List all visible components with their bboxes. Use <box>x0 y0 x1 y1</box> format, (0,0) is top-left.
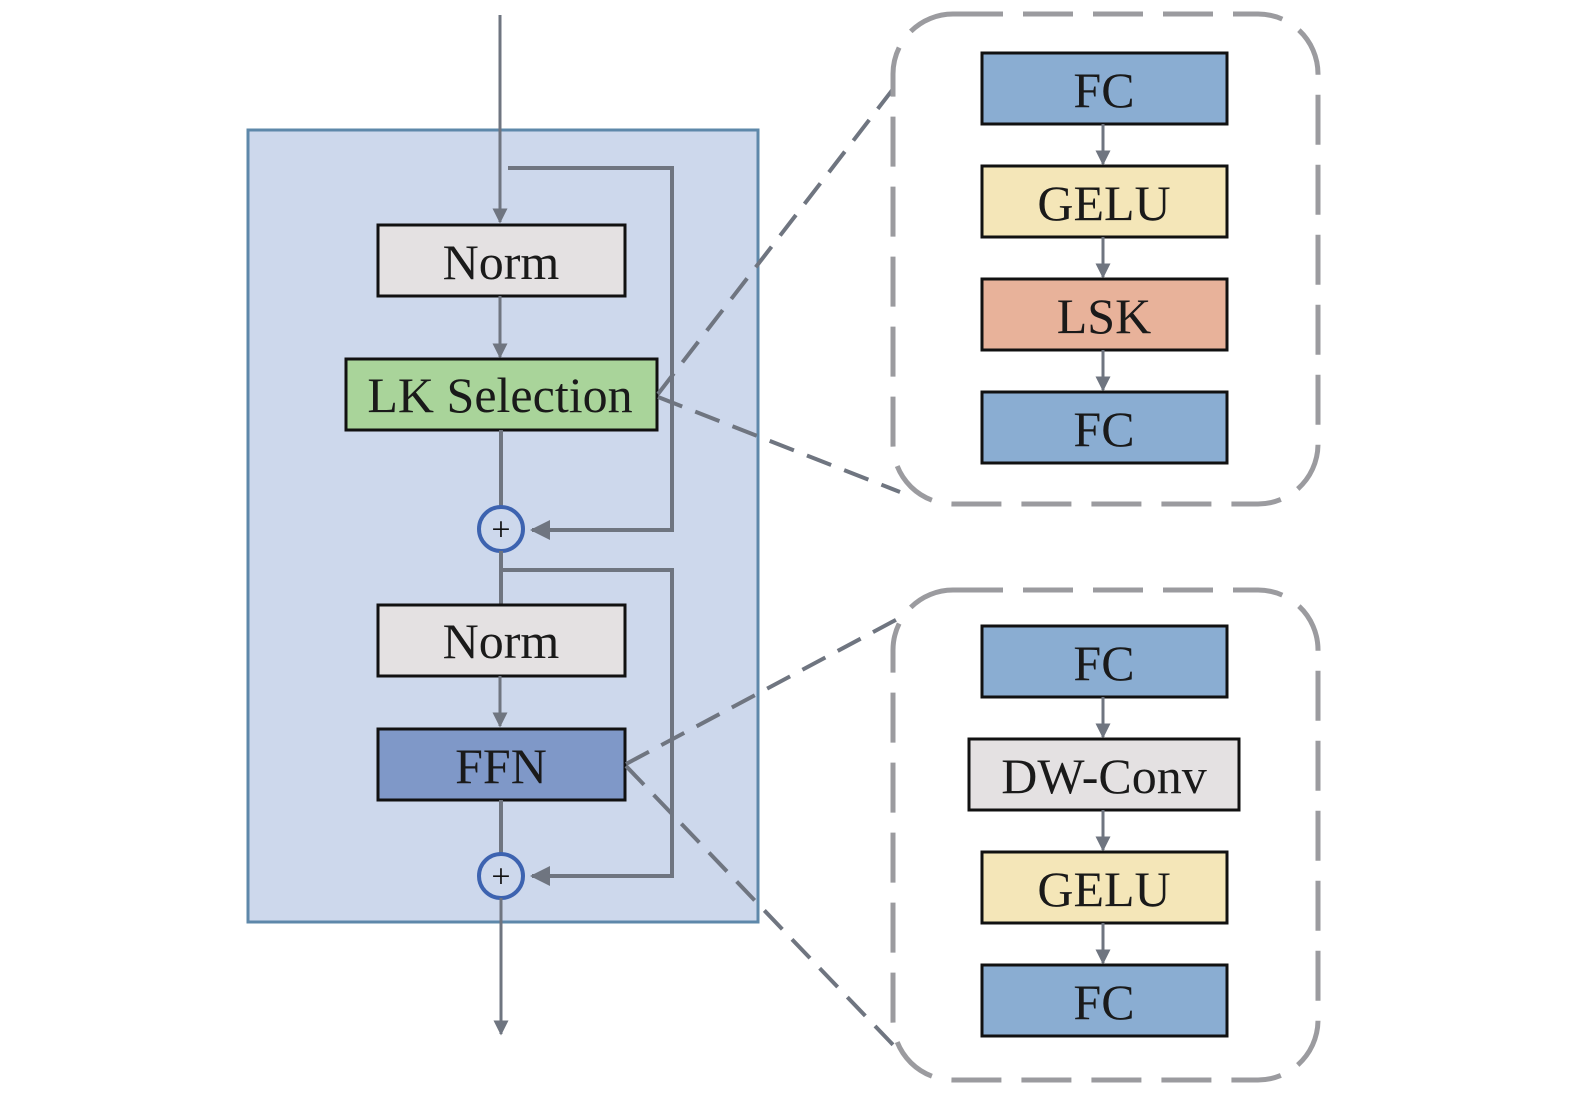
lk-selection-label: LK Selection <box>367 367 632 423</box>
skip-connection-1 <box>508 166 674 540</box>
detail-block-label: DW-Conv <box>1001 748 1207 804</box>
detail-block-fc[interactable]: FC <box>980 51 1229 126</box>
norm-label-1: Norm <box>443 234 560 290</box>
norm-block-2[interactable]: Norm <box>376 603 627 678</box>
lk-selection-block[interactable]: LK Selection <box>344 357 659 432</box>
ffn-label: FFN <box>455 738 547 794</box>
add-node-1: + <box>477 505 525 553</box>
add-node-2: + <box>477 852 525 900</box>
detail-block-label: GELU <box>1037 175 1170 231</box>
add-symbol-2: + <box>491 859 510 896</box>
detail-block-label: FC <box>1073 62 1134 118</box>
zoom-connector-lk-bottom <box>657 395 901 494</box>
detail-block-fc[interactable]: FC <box>980 624 1229 699</box>
lk-detail-stack: FC GELU LSK FC <box>980 51 1229 465</box>
detail-block-gelu[interactable]: GELU <box>980 164 1229 239</box>
detail-block-lsk[interactable]: LSK <box>980 277 1229 352</box>
detail-block-label: FC <box>1073 974 1134 1030</box>
detail-block-gelu[interactable]: GELU <box>980 850 1229 925</box>
detail-block-label: GELU <box>1037 861 1170 917</box>
detail-block-label: FC <box>1073 401 1134 457</box>
detail-block-label: LSK <box>1057 288 1151 344</box>
detail-block-dwconv[interactable]: DW-Conv <box>967 737 1241 812</box>
ffn-detail-panel <box>890 587 1321 1083</box>
zoom-connector-ffn-bottom <box>624 764 900 1052</box>
norm-label-2: Norm <box>443 613 560 669</box>
ffn-block[interactable]: FFN <box>376 727 627 802</box>
skip-connection-2 <box>501 568 674 886</box>
norm-block-1[interactable]: Norm <box>376 223 627 298</box>
lk-detail-panel <box>890 11 1321 507</box>
add-symbol-1: + <box>491 512 510 549</box>
detail-block-label: FC <box>1073 635 1134 691</box>
detail-block-fc[interactable]: FC <box>980 390 1229 465</box>
zoom-connector-lk-top <box>656 78 902 396</box>
detail-block-fc[interactable]: FC <box>980 963 1229 1038</box>
zoom-connector-ffn-top <box>625 613 906 766</box>
